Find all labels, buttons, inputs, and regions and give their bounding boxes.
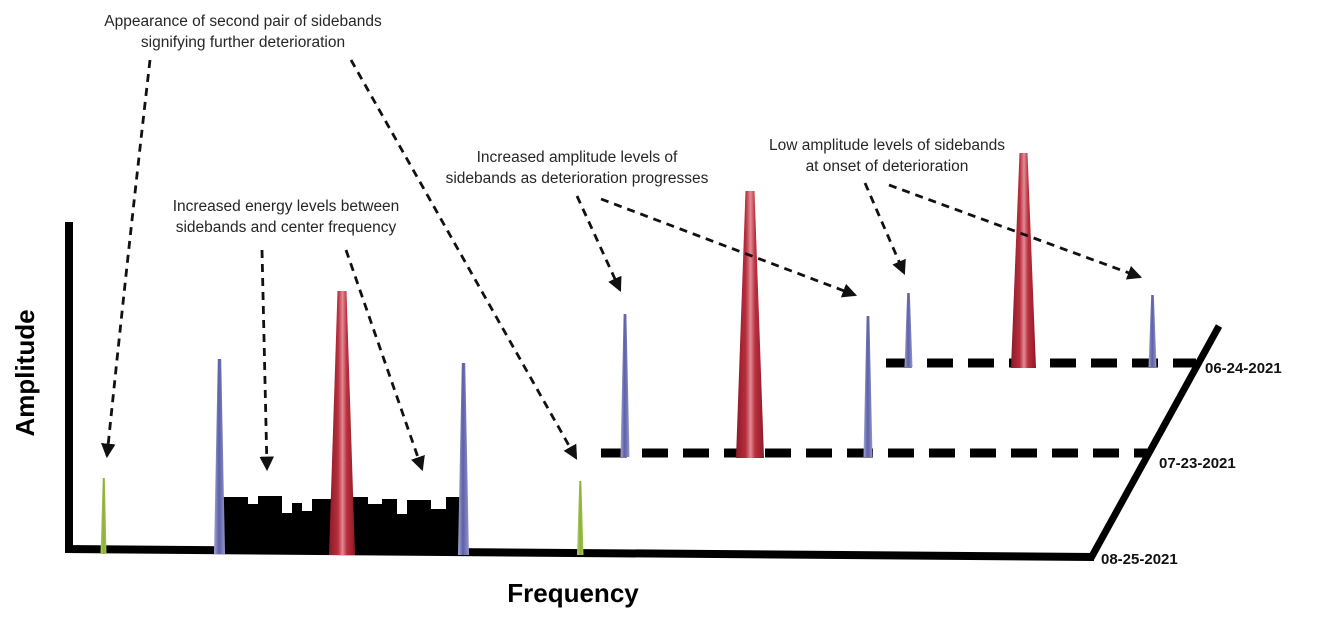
arrow-second-pair-left (101, 59, 152, 459)
spectrum-08-25-2021 (100, 291, 584, 555)
x-axis-label: Frequency (507, 578, 639, 608)
center-frequency-peak-back (1011, 153, 1036, 368)
arrow-low-amplitude-left (863, 182, 906, 276)
annotation-energy-line2: sidebands and center frequency (176, 219, 397, 236)
annotation-increased-amplitude-line2: sidebands as deterioration progresses (446, 170, 709, 187)
center-frequency-peak-front (329, 291, 355, 555)
annotation-energy-line1: Increased energy levels between (173, 198, 400, 215)
annotation-second-pair-line1: Appearance of second pair of sidebands (104, 13, 382, 30)
second-sideband-right-peak (577, 481, 584, 555)
sideband-right-peak-back (1148, 295, 1157, 367)
arrow-increased-amplitude-right (600, 197, 858, 298)
annotation-low-amplitude-line1: Low amplitude levels of sidebands (769, 137, 1005, 154)
date-label-middle: 07-23-2021 (1159, 455, 1236, 472)
noise-floor-right-bars (353, 497, 462, 554)
arrow-energy-left (259, 249, 274, 472)
date-label-front: 08-25-2021 (1101, 551, 1178, 568)
arrow-energy-right (344, 249, 425, 472)
annotation-arrows (101, 59, 1143, 472)
arrow-second-pair-right (349, 59, 578, 460)
date-label-back: 06-24-2021 (1205, 360, 1282, 377)
sideband-left-peak-back (904, 293, 913, 367)
sideband-left-peak-front (214, 359, 225, 554)
noise-floor-left-bars (222, 496, 331, 553)
sideband-left-peak-middle (620, 314, 630, 457)
spectrum-07-23-2021 (620, 191, 873, 458)
second-sideband-left-peak (100, 478, 107, 554)
arrow-increased-amplitude-left (575, 195, 622, 292)
y-axis-label: Amplitude (10, 309, 40, 436)
annotation-second-pair-line2: signifying further deterioration (141, 34, 345, 51)
center-frequency-peak-middle (736, 191, 764, 458)
time-axis-line (1087, 324, 1223, 560)
sideband-right-peak-middle (863, 316, 873, 457)
spectrum-06-24-2021 (904, 153, 1157, 368)
annotation-low-amplitude-line2: at onset of deterioration (806, 158, 969, 175)
arrow-low-amplitude-right (888, 183, 1143, 280)
annotations: Appearance of second pair of sidebands s… (104, 13, 1005, 236)
annotation-increased-amplitude-line1: Increased amplitude levels of (477, 149, 678, 166)
sideband-right-peak-front (458, 363, 469, 555)
